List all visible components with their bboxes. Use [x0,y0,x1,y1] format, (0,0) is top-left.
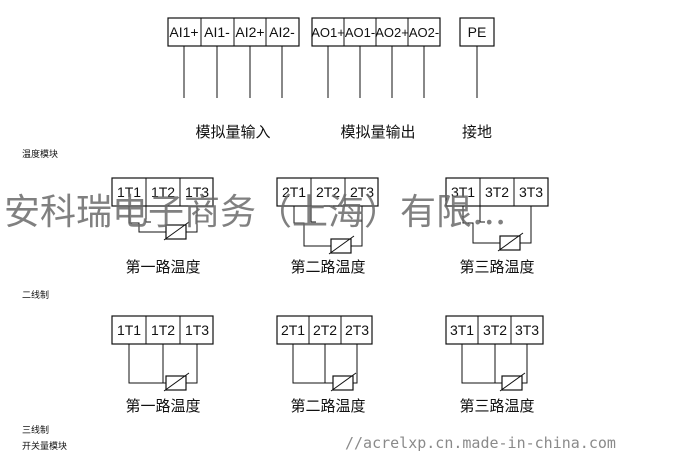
terminal-3t2: 3T2 [485,184,509,200]
channel-label: 第一路温度 [125,258,200,276]
terminal-ai1-plus: AI1+ [169,24,198,40]
side-label-two-wire: 二线制 [22,289,49,301]
ground-label: 接地 [462,123,492,141]
terminal-2t2: 2T2 [316,184,340,200]
terminal-3t3: 3T3 [519,184,543,200]
watermark-company: 安科瑞电子商务（上海）有限... [4,192,506,233]
channel-label: 第二路温度 [290,397,365,415]
terminal-1t1: 1T1 [117,184,141,200]
side-label-three-wire: 三线制 [22,424,49,436]
channel-label: 第二路温度 [290,258,365,276]
channel-label: 第三路温度 [459,258,534,276]
analog-input-label: 模拟量输入 [195,123,270,141]
two-wire-channel-1: 1T1 1T2 1T3 第一路温度 [111,177,214,276]
analog-output-label: 模拟量输出 [340,123,415,141]
terminal-1t2: 1T2 [151,322,175,338]
terminal-2t3: 2T3 [350,184,374,200]
terminal-ao2-minus: AO2- [409,25,439,40]
terminal-3t1: 3T1 [450,322,474,338]
terminal-2t3: 2T3 [345,322,369,338]
side-label-switch-module: 开关量模块 [22,440,67,452]
terminal-3t3: 3T3 [515,322,539,338]
terminal-ao1-minus: AO1- [345,25,375,40]
terminal-3t2: 3T2 [483,322,507,338]
terminal-ai1-minus: AI1- [204,24,230,40]
terminal-3t1: 3T1 [451,184,475,200]
terminal-2t1: 2T1 [281,322,305,338]
terminal-ao1-plus: AO1+ [311,25,345,40]
analog-output-block: AO1+ AO1- AO2+ AO2- 模拟量输出 [311,17,441,141]
analog-io-section: AI1+ AI1- AI2+ AI2- 模拟量输入 AO1+ AO1- AO2+… [167,17,495,141]
ground-block: PE 接地 [459,17,495,141]
terminal-ao2-plus: AO2+ [375,25,409,40]
analog-input-block: AI1+ AI1- AI2+ AI2- 模拟量输入 [167,17,300,141]
terminal-ai2-minus: AI2- [269,24,295,40]
side-label-temp-module: 温度模块 [22,148,58,160]
terminal-2t2: 2T2 [313,322,337,338]
three-wire-channel-2: 2T1 2T2 2T3 第二路温度 [276,315,373,415]
two-wire-channel-2: 2T1 2T2 2T3 第二路温度 [276,177,379,276]
watermark-url: //acrelxp.cn.made-in-china.com [345,434,616,452]
two-wire-channel-3: 3T1 3T2 3T3 第三路温度 [445,177,549,276]
terminal-1t3: 1T3 [185,322,209,338]
terminal-1t2: 1T2 [151,184,175,200]
terminal-pe: PE [468,24,487,40]
terminal-ai2-plus: AI2+ [235,24,264,40]
three-wire-channel-3: 3T1 3T2 3T3 第三路温度 [445,315,544,415]
terminal-1t3: 1T3 [185,184,209,200]
channel-label: 第三路温度 [459,397,534,415]
terminal-2t1: 2T1 [282,184,306,200]
three-wire-channel-1: 1T1 1T2 1T3 第一路温度 [111,315,214,415]
terminal-1t1: 1T1 [117,322,141,338]
channel-label: 第一路温度 [125,397,200,415]
